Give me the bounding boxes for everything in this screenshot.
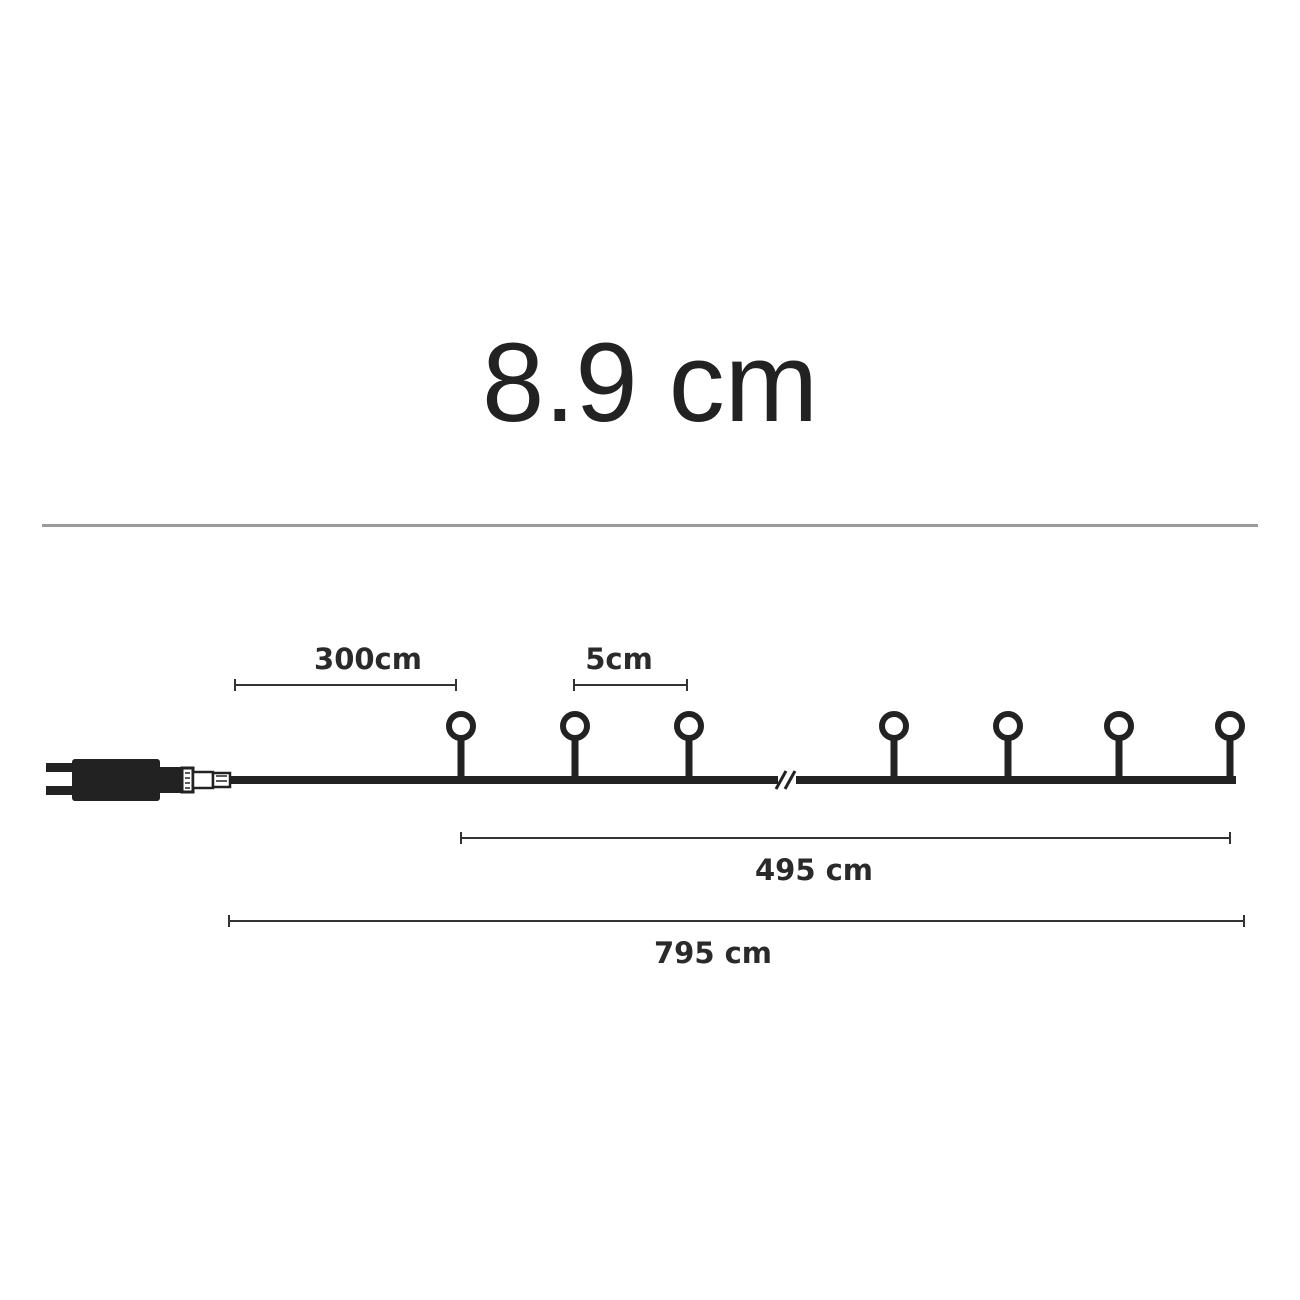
total-length-label: 795 cm	[654, 936, 772, 970]
plug-icon	[46, 759, 232, 801]
bulb-spacing-label: 5cm	[585, 642, 653, 676]
total-length-dimension: 795 cm	[228, 915, 1245, 970]
bulb-icon	[879, 711, 909, 780]
lead-length-label: 300cm	[314, 642, 422, 676]
lit-length-label: 495 cm	[755, 853, 873, 887]
bulb-icon	[1104, 711, 1134, 780]
light-string-diagram: 300cm 5cm 495 cm 795 cm	[46, 642, 1245, 970]
bulb-icon	[993, 711, 1023, 780]
bulb-icon	[446, 711, 476, 780]
bulb-icon	[674, 711, 704, 780]
divider	[42, 524, 1258, 527]
lead-length-dimension: 300cm	[234, 642, 457, 691]
bulb-spacing-dimension: 5cm	[573, 642, 688, 691]
bulb-icon	[1215, 711, 1245, 784]
page-title: 8.9 cm	[481, 320, 819, 445]
lit-length-dimension: 495 cm	[460, 832, 1231, 887]
bulb-icon	[560, 711, 590, 780]
cable-break-icon	[774, 770, 797, 790]
